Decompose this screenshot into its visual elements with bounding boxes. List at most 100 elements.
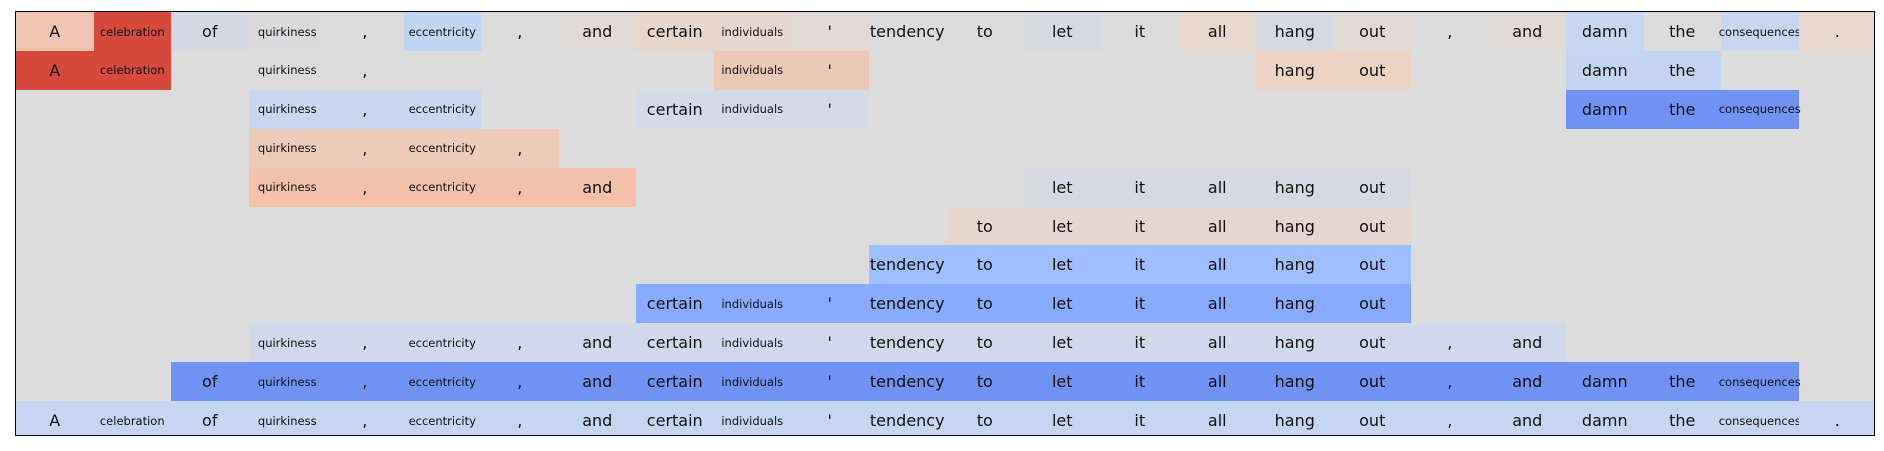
token-cell: certain bbox=[636, 12, 714, 51]
token-cell: the bbox=[1643, 12, 1721, 51]
token-cell: it bbox=[1101, 245, 1179, 285]
token-cell: eccentricity bbox=[403, 12, 481, 51]
token-cell: , bbox=[326, 401, 404, 435]
token-cell: let bbox=[1023, 401, 1101, 435]
token-cell: of bbox=[171, 362, 249, 402]
token-cell: all bbox=[1178, 245, 1256, 285]
sequence-row: quirkiness,eccentricity, bbox=[16, 128, 1874, 168]
token-cell: quirkiness bbox=[248, 323, 326, 363]
token-cell: hang bbox=[1256, 362, 1334, 402]
token-cell: , bbox=[1411, 12, 1489, 51]
token-cell: , bbox=[326, 167, 404, 207]
token-cell: and bbox=[1488, 323, 1566, 363]
token-cell: hang bbox=[1256, 12, 1334, 51]
token-cell: celebration bbox=[93, 50, 171, 90]
token-cell: to bbox=[946, 323, 1024, 363]
token-cell: out bbox=[1333, 167, 1411, 207]
token-cell: tendency bbox=[868, 245, 946, 285]
token-cell: to bbox=[946, 362, 1024, 402]
token-cell: individuals bbox=[713, 323, 791, 363]
token-cell: ' bbox=[791, 401, 869, 435]
token-cell: and bbox=[1488, 362, 1566, 402]
token-cell: tendency bbox=[868, 12, 946, 51]
token-cell: it bbox=[1101, 362, 1179, 402]
token-cell: , bbox=[1411, 401, 1489, 435]
token-cell: tendency bbox=[868, 284, 946, 324]
token-cell: and bbox=[558, 362, 636, 402]
token-cell: eccentricity bbox=[403, 128, 481, 168]
token-cell: , bbox=[326, 50, 404, 90]
token-cell: of bbox=[171, 401, 249, 435]
token-cell: , bbox=[481, 401, 559, 435]
token-cell: damn bbox=[1566, 401, 1644, 435]
token-cell: , bbox=[326, 89, 404, 129]
token-cell: out bbox=[1333, 206, 1411, 246]
token-cell: quirkiness bbox=[248, 12, 326, 51]
token-cell: let bbox=[1023, 323, 1101, 363]
token-cell: hang bbox=[1256, 323, 1334, 363]
token-cell: and bbox=[1488, 12, 1566, 51]
token-cell: all bbox=[1178, 167, 1256, 207]
token-cell: hang bbox=[1256, 401, 1334, 435]
token-cell: A bbox=[16, 12, 94, 51]
token-cell: , bbox=[481, 323, 559, 363]
token-cell: tendency bbox=[868, 401, 946, 435]
token-cell: and bbox=[1488, 401, 1566, 435]
token-cell: it bbox=[1101, 167, 1179, 207]
token-cell: out bbox=[1333, 245, 1411, 285]
token-cell: all bbox=[1178, 12, 1256, 51]
token-cell: tendency bbox=[868, 323, 946, 363]
token-cell: let bbox=[1023, 12, 1101, 51]
token-cell: out bbox=[1333, 323, 1411, 363]
token-cell: consequences bbox=[1719, 401, 1801, 435]
token-cell: quirkiness bbox=[248, 167, 326, 207]
token-cell: it bbox=[1101, 323, 1179, 363]
token-cell: to bbox=[946, 401, 1024, 435]
token-cell: , bbox=[326, 323, 404, 363]
token-cell: to bbox=[946, 12, 1024, 51]
token-cell: celebration bbox=[93, 12, 171, 51]
token-cell: eccentricity bbox=[403, 401, 481, 435]
token-cell: the bbox=[1643, 89, 1721, 129]
token-cell: it bbox=[1101, 401, 1179, 435]
token-cell: the bbox=[1643, 362, 1721, 402]
token-cell: of bbox=[171, 12, 249, 51]
token-cell: let bbox=[1023, 284, 1101, 324]
token-cell: to bbox=[946, 245, 1024, 285]
token-cell: individuals bbox=[713, 362, 791, 402]
token-cell: certain bbox=[636, 323, 714, 363]
token-cell: celebration bbox=[93, 401, 171, 435]
token-cell: ' bbox=[791, 12, 869, 51]
token-cell: let bbox=[1023, 206, 1101, 246]
token-cell: consequences bbox=[1719, 12, 1801, 51]
token-cell: quirkiness bbox=[248, 50, 326, 90]
token-cell: consequences bbox=[1719, 362, 1801, 402]
token-cell: all bbox=[1178, 206, 1256, 246]
token-cell: damn bbox=[1566, 50, 1644, 90]
token-cell: the bbox=[1643, 401, 1721, 435]
token-cell: hang bbox=[1256, 206, 1334, 246]
token-cell: hang bbox=[1256, 50, 1334, 90]
token-cell: eccentricity bbox=[403, 323, 481, 363]
token-cell: . bbox=[1798, 401, 1874, 435]
token-cell: it bbox=[1101, 12, 1179, 51]
token-cell: eccentricity bbox=[403, 362, 481, 402]
token-cell: the bbox=[1643, 50, 1721, 90]
token-cell: quirkiness bbox=[248, 362, 326, 402]
token-cell: individuals bbox=[713, 50, 791, 90]
token-cell: out bbox=[1333, 284, 1411, 324]
token-cell: quirkiness bbox=[248, 89, 326, 129]
token-cell: out bbox=[1333, 12, 1411, 51]
token-cell: , bbox=[1411, 323, 1489, 363]
token-cell: hang bbox=[1256, 284, 1334, 324]
token-cell: all bbox=[1178, 362, 1256, 402]
token-cell: and bbox=[558, 323, 636, 363]
token-cell: eccentricity bbox=[403, 89, 481, 129]
token-cell: all bbox=[1178, 284, 1256, 324]
token-cell: out bbox=[1333, 401, 1411, 435]
